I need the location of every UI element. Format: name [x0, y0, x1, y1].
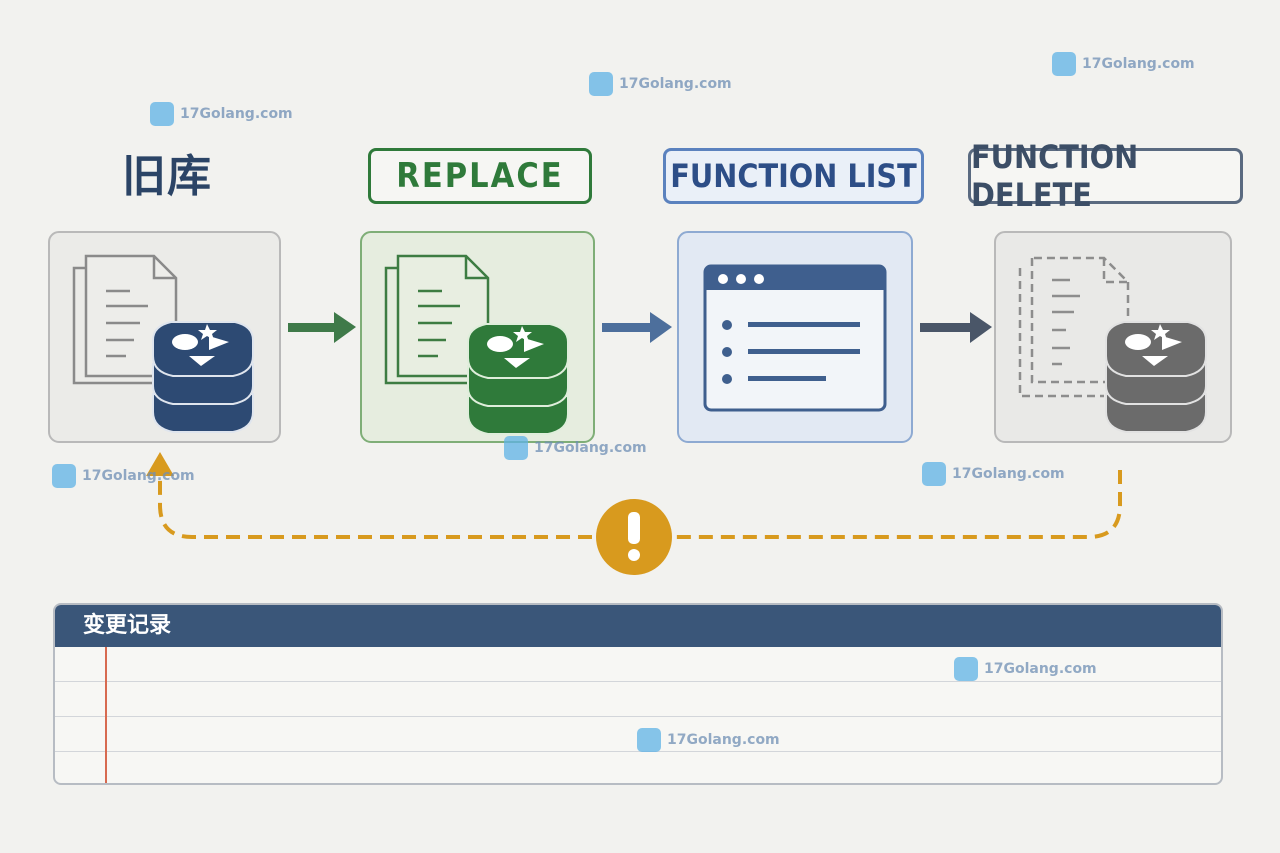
watermark-logo-icon — [150, 102, 174, 126]
old-db-panel — [48, 231, 281, 443]
watermark: 17Golang.com — [589, 72, 732, 96]
dashed-document-icon — [1018, 256, 1130, 398]
arrow-right-icon — [602, 312, 672, 343]
log-rule — [55, 716, 1221, 717]
change-log-panel: 变更记录 — [53, 603, 1223, 785]
redis-database-icon — [152, 321, 254, 433]
old-db-title: 旧库 — [122, 151, 212, 202]
function-list-title-text: FUNCTION LIST — [670, 157, 917, 195]
watermark: 17Golang.com — [150, 102, 293, 126]
redis-database-icon — [1105, 321, 1207, 433]
watermark: 17Golang.com — [922, 462, 1065, 486]
arrow-right-icon — [920, 312, 992, 343]
replace-title: REPLACE — [368, 148, 592, 204]
function-delete-title: FUNCTION DELETE — [968, 138, 1243, 214]
watermark-logo-icon — [637, 728, 661, 752]
redis-database-icon — [467, 323, 569, 435]
watermark: 17Golang.com — [52, 464, 195, 488]
function-delete-panel — [994, 231, 1232, 443]
log-margin-line — [105, 647, 107, 783]
watermark: 17Golang.com — [954, 657, 1097, 681]
watermark: 17Golang.com — [1052, 52, 1195, 76]
arrow-up-icon — [146, 452, 174, 476]
change-log-title: 变更记录 — [55, 605, 1221, 647]
watermark-logo-icon — [922, 462, 946, 486]
watermark-logo-icon — [1052, 52, 1076, 76]
log-rule — [55, 681, 1221, 682]
watermark-logo-icon — [52, 464, 76, 488]
document-stack-icon — [384, 254, 490, 385]
watermark: 17Golang.com — [504, 436, 647, 460]
watermark: 17Golang.com — [637, 728, 780, 752]
watermark-logo-icon — [504, 436, 528, 460]
function-list-title: FUNCTION LIST — [663, 148, 924, 204]
replace-title-text: REPLACE — [396, 156, 564, 196]
arrow-right-icon — [288, 312, 356, 343]
log-rule — [55, 751, 1221, 752]
document-stack-icon — [72, 254, 178, 385]
function-delete-title-text: FUNCTION DELETE — [971, 138, 1139, 214]
replace-panel — [360, 231, 595, 443]
watermark-logo-icon — [954, 657, 978, 681]
warning-icon — [596, 499, 672, 575]
browser-window-list-icon — [703, 264, 887, 412]
function-list-panel — [677, 231, 913, 443]
rollback-path — [158, 470, 1122, 539]
watermark-logo-icon — [589, 72, 613, 96]
